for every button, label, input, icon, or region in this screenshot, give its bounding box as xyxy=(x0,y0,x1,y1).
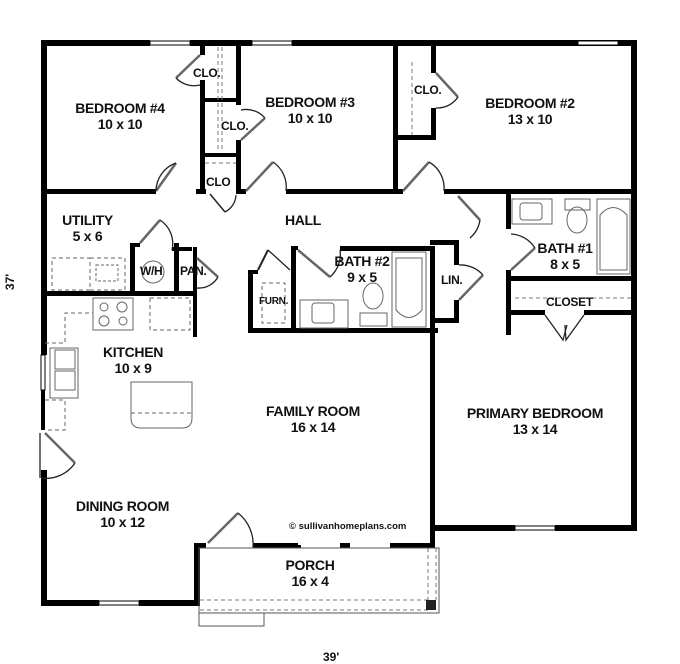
room-name: PRIMARY BEDROOM xyxy=(466,405,604,421)
water-heater-label: W/H xyxy=(140,264,163,278)
closet-label-bedroom-3: CLO. xyxy=(221,119,249,133)
room-name: FAMILY ROOM xyxy=(266,403,360,419)
closet-label-bedroom-4: CLO. xyxy=(193,66,221,80)
room-bedroom-2: BEDROOM #2 13 x 10 xyxy=(485,95,575,127)
room-name: BEDROOM #4 xyxy=(75,100,165,116)
room-kitchen: KITCHEN 10 x 9 xyxy=(98,344,168,376)
porch-outline xyxy=(198,547,440,627)
room-name: UTILITY xyxy=(62,212,113,228)
width-dimension: 39' xyxy=(323,650,340,664)
room-name: KITCHEN xyxy=(102,344,164,360)
linen-label: LIN. xyxy=(441,273,463,287)
room-dims: 5 x 6 xyxy=(72,228,103,245)
windows xyxy=(40,40,619,606)
walls xyxy=(41,40,637,606)
room-utility: UTILITY 5 x 6 xyxy=(55,212,120,244)
depth-dimension: 37' xyxy=(3,273,18,291)
room-hall: HALL xyxy=(278,212,328,228)
closet-label-primary: CLOSET xyxy=(546,295,593,309)
room-dims: 8 x 5 xyxy=(550,256,580,273)
room-dims: 10 x 10 xyxy=(97,116,143,133)
pantry-label: PAN. xyxy=(180,264,207,278)
furnace-label: FURN. xyxy=(259,296,289,307)
room-name: BATH #2 xyxy=(334,253,390,269)
room-dims: 9 x 5 xyxy=(347,269,377,286)
room-name: BEDROOM #2 xyxy=(485,95,575,111)
room-bedroom-3: BEDROOM #3 10 x 10 xyxy=(265,94,355,126)
room-name: PORCH xyxy=(285,557,335,573)
closet-label-bedroom-2: CLO. xyxy=(414,83,442,97)
room-name: HALL xyxy=(284,212,322,228)
shelves xyxy=(200,47,632,611)
room-name: BATH #1 xyxy=(537,240,593,256)
room-bath-1: BATH #1 8 x 5 xyxy=(535,240,595,272)
room-bedroom-4: BEDROOM #4 10 x 10 xyxy=(75,100,165,132)
room-name: DINING ROOM xyxy=(75,498,170,514)
room-family-room: FAMILY ROOM 16 x 14 xyxy=(258,403,368,435)
room-dims: 10 x 10 xyxy=(287,110,333,127)
closet-label-hall: CLO xyxy=(206,175,231,189)
doors xyxy=(39,54,585,549)
room-dims: 16 x 4 xyxy=(291,573,329,590)
room-name: BEDROOM #3 xyxy=(265,94,355,110)
room-dims: 13 x 14 xyxy=(512,421,558,438)
room-dims: 10 x 9 xyxy=(114,360,152,377)
room-primary-bedroom: PRIMARY BEDROOM 13 x 14 xyxy=(460,405,610,437)
copyright-text: © sullivanhomeplans.com xyxy=(289,521,407,532)
fixtures xyxy=(45,198,631,431)
room-dining-room: DINING ROOM 10 x 12 xyxy=(70,498,175,530)
room-bath-2: BATH #2 9 x 5 xyxy=(332,253,392,285)
porch-post xyxy=(426,600,436,610)
room-porch: PORCH 16 x 4 xyxy=(280,557,340,589)
room-dims: 13 x 10 xyxy=(507,111,553,128)
room-dims: 10 x 12 xyxy=(100,514,145,531)
room-dims: 16 x 14 xyxy=(290,419,336,436)
